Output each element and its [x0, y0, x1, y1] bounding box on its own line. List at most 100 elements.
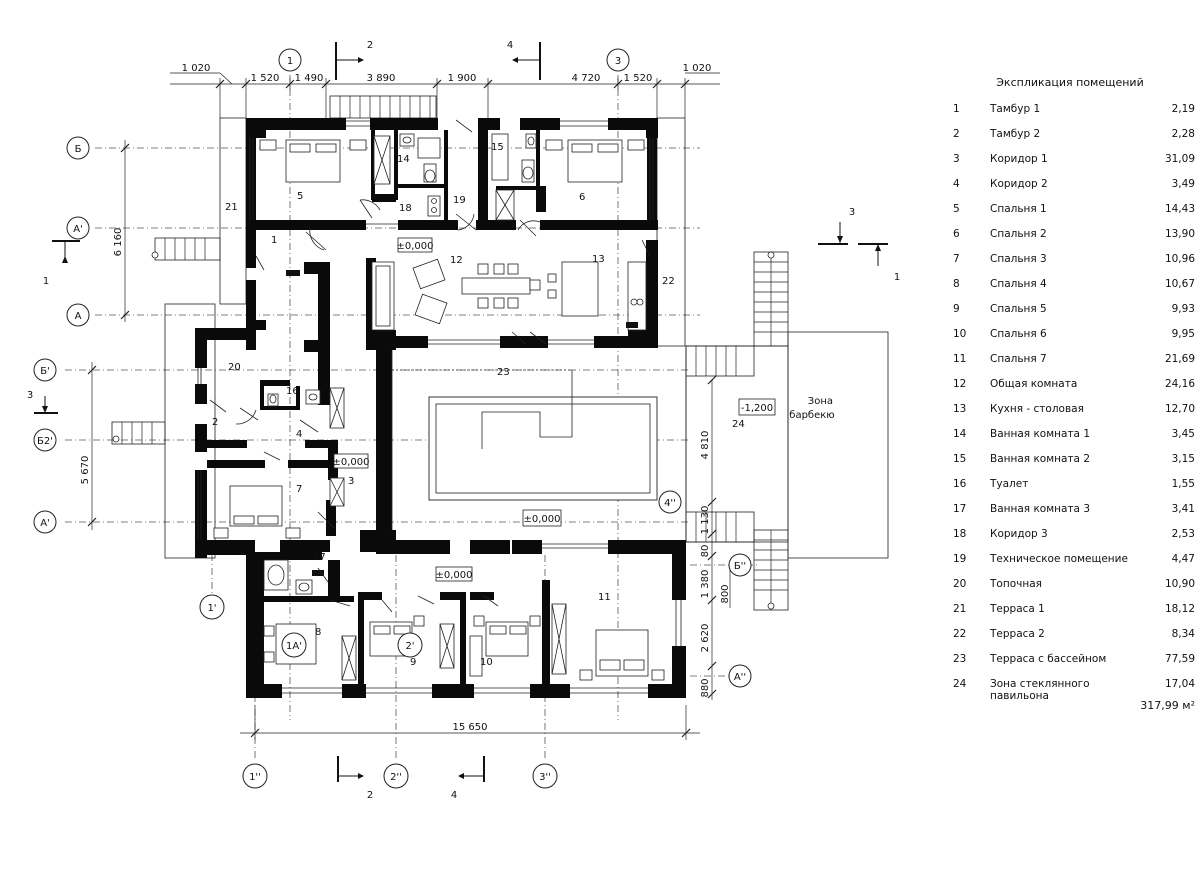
room-number-24: 24	[732, 419, 745, 430]
room-schedule-name: Терраса 1	[990, 603, 1045, 615]
room-number-13: 13	[592, 254, 605, 265]
room-schedule-name: Тамбур 2	[990, 128, 1041, 140]
svg-text:Б2': Б2'	[37, 436, 53, 447]
room-number-4: 4	[296, 429, 302, 440]
room-schedule-area: 3,45	[1171, 428, 1195, 440]
room-schedule-area: 10,96	[1164, 253, 1195, 265]
svg-text:1А': 1А'	[286, 641, 302, 652]
room-number-18: 18	[399, 203, 412, 214]
room-schedule-area: 24,16	[1164, 378, 1195, 390]
room-schedule-name: Спальня 6	[990, 328, 1047, 340]
room-schedule-name: Спальня 7	[990, 353, 1047, 365]
dim-top-3: 1 490	[295, 73, 324, 84]
room-schedule-area: 9,93	[1171, 303, 1195, 315]
room-number-11: 11	[598, 592, 611, 603]
svg-text:880: 880	[700, 678, 711, 697]
room-schedule-name: Тамбур 1	[990, 103, 1041, 115]
dim-top-1: 1 020	[182, 63, 211, 74]
room-schedule-num: 9	[953, 303, 960, 315]
svg-text:1: 1	[894, 272, 900, 283]
svg-text:800: 800	[720, 584, 731, 603]
dim-top-5: 1 900	[448, 73, 477, 84]
room-schedule-num: 7	[953, 253, 960, 265]
left-dimension-chain: 6 160 5 670	[80, 140, 130, 530]
room-schedule-num: 23	[953, 653, 967, 665]
room-schedule-num: 11	[953, 353, 967, 365]
svg-text:4: 4	[451, 790, 457, 801]
svg-text:А'': А''	[734, 672, 746, 683]
room-schedule-num: 16	[953, 478, 967, 490]
room-schedule-num: 17	[953, 503, 967, 515]
bed-room-11	[551, 603, 665, 681]
axis-marker-bottom-3pp: 3''	[532, 763, 558, 789]
svg-text:15 650: 15 650	[453, 722, 488, 733]
section-mark-3-left: 3	[27, 390, 58, 414]
room-schedule-name: Топочная	[990, 578, 1042, 590]
room-schedule-num: 21	[953, 603, 967, 615]
svg-text:2: 2	[367, 40, 373, 51]
room-schedule-row: 21 Терраса 1 18,12	[945, 603, 1195, 628]
floor-plan-drawing: 1 020 1 520 1 490 3 890 1 900 4 720 1 52…	[27, 40, 900, 801]
room-number-23: 23	[497, 367, 510, 378]
svg-text:±0,000: ±0,000	[332, 457, 369, 468]
axis-marker-1prime: 1'	[199, 594, 225, 620]
windows	[197, 120, 687, 694]
section-mark-1-right: 1	[858, 243, 900, 283]
section-mark-4-bottom: 4	[451, 756, 485, 801]
room-schedule-name: Спальня 4	[990, 278, 1047, 290]
svg-text:1: 1	[287, 56, 293, 67]
bed-room-5	[259, 135, 391, 185]
axis-marker-left-B2: Б2'	[33, 428, 57, 452]
room-schedule-area: 17,04	[1164, 678, 1195, 690]
room-schedule-num: 18	[953, 528, 967, 540]
room-number-1: 1	[271, 235, 277, 246]
svg-text:1 380: 1 380	[700, 570, 711, 599]
room-schedule-name: Терраса 2	[990, 628, 1045, 640]
room-schedule-name: Терраса с бассейном	[990, 653, 1107, 665]
bbq-zone	[787, 331, 889, 559]
room-schedule-num: 5	[953, 203, 960, 215]
room-schedule-num: 3	[953, 153, 960, 165]
room-schedule-area: 18,12	[1164, 603, 1195, 615]
section-mark-2-bottom: 2	[337, 756, 373, 801]
walls	[195, 118, 686, 698]
axis-marker-left-A1: А'	[66, 216, 90, 240]
bed-room-7	[213, 485, 301, 539]
svg-text:5 670: 5 670	[80, 456, 91, 485]
dim-top-2: 1 520	[251, 73, 280, 84]
axis-marker-1A: 1А'	[281, 632, 307, 658]
svg-text:6 160: 6 160	[113, 228, 124, 257]
section-mark-3-right: 3	[818, 207, 855, 245]
room-number-6: 6	[579, 192, 585, 203]
axis-marker-Bpp: Б''	[728, 553, 752, 577]
room-schedule-num: 24	[953, 678, 967, 690]
svg-text:3: 3	[849, 207, 855, 218]
room-schedule-name: Туалет	[990, 478, 1029, 490]
dim-top-7: 1 520	[624, 73, 653, 84]
room-schedule-area: 31,09	[1164, 153, 1195, 165]
room-schedule-area: 2,28	[1171, 128, 1195, 140]
room-schedule-area: 2,19	[1171, 103, 1195, 115]
top-dimension-chain: 1 020 1 520 1 490 3 890 1 900 4 720 1 52…	[170, 63, 720, 118]
room-number-3: 3	[348, 476, 354, 487]
axis-marker-bottom-1pp: 1''	[242, 763, 268, 789]
room-number-12: 12	[450, 255, 463, 266]
room-schedule-area: 3,49	[1171, 178, 1195, 190]
svg-text:А': А'	[40, 518, 50, 529]
living-room-furniture	[286, 258, 647, 331]
svg-text:Б'': Б''	[734, 561, 746, 572]
room-schedule-total: 317,99 м²	[1140, 699, 1195, 712]
svg-text:1: 1	[43, 276, 49, 287]
